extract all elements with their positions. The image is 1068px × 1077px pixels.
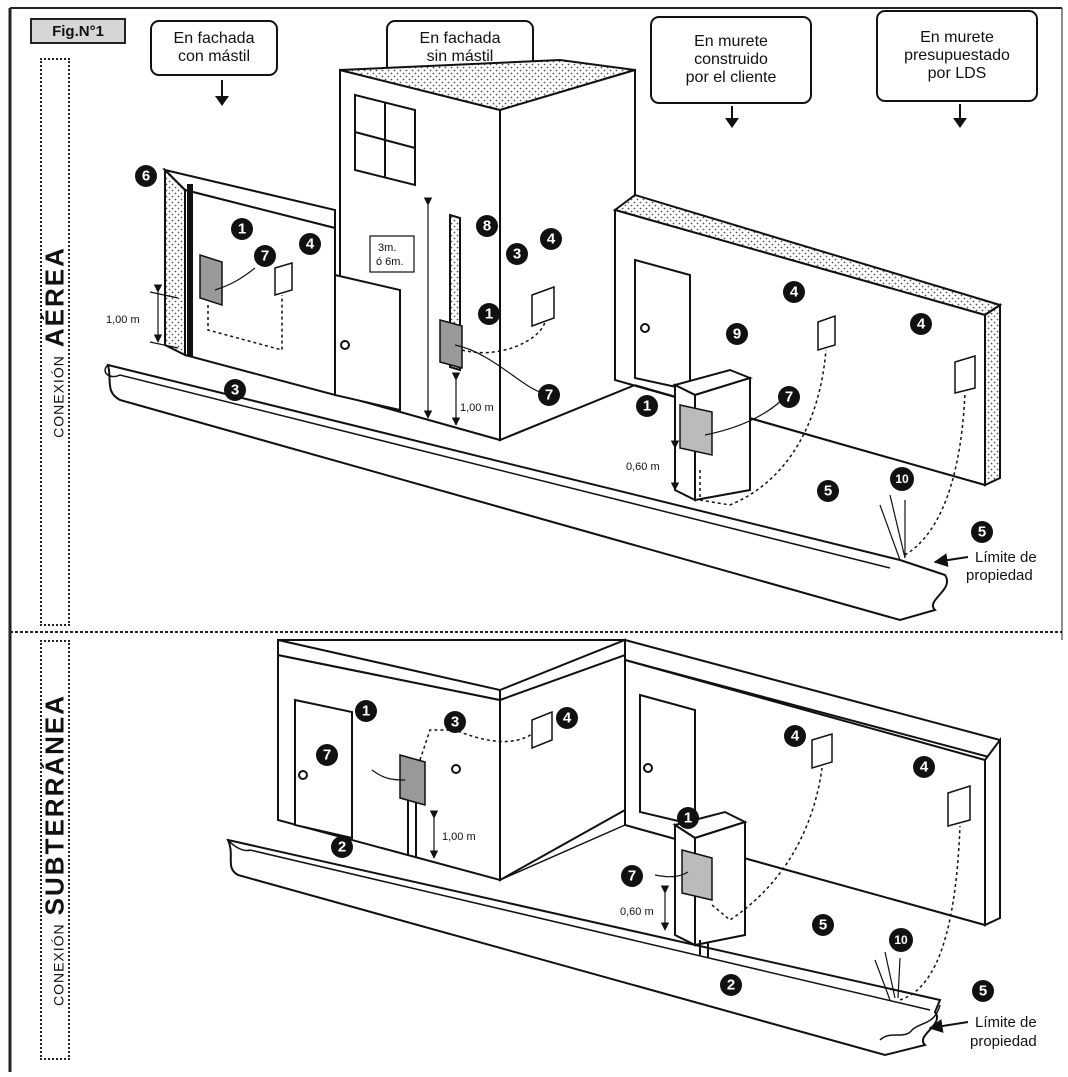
marker-7: 7 <box>538 384 560 406</box>
svg-text:5: 5 <box>819 917 827 934</box>
marker-4: 4 <box>299 233 321 255</box>
dim-1m-facade: 1,00 m <box>460 402 494 414</box>
svg-text:1: 1 <box>684 810 692 827</box>
svg-text:2: 2 <box>727 977 735 994</box>
svg-text:5: 5 <box>979 983 987 1000</box>
aerial-scene <box>104 58 1003 622</box>
callout-line: presupuestado <box>904 47 1010 64</box>
marker-5: 5 <box>812 914 834 936</box>
svg-text:5: 5 <box>824 483 832 500</box>
svg-text:4: 4 <box>917 316 926 333</box>
svg-text:5: 5 <box>978 524 986 541</box>
dim-6m: ó 6m. <box>376 256 404 268</box>
callout-murete-cliente: En murete construido por el cliente <box>650 16 812 104</box>
svg-text:3: 3 <box>231 382 239 399</box>
marker-5: 5 <box>817 480 839 502</box>
callout-line: construido <box>694 51 768 68</box>
marker-1: 1 <box>677 807 699 829</box>
marker-4: 4 <box>540 228 562 250</box>
side-label-underground: CONEXIÓNSUBTERRÁNEA <box>40 640 70 1060</box>
callout-line: En fachada <box>173 30 255 47</box>
limit-line2-underground: propiedad <box>970 1033 1037 1050</box>
marker-2: 2 <box>331 836 353 858</box>
svg-text:1: 1 <box>643 398 651 415</box>
marker-8: 8 <box>476 215 498 237</box>
marker-7: 7 <box>316 744 338 766</box>
frame <box>8 7 1063 1072</box>
svg-text:9: 9 <box>733 326 741 343</box>
svg-text:3: 3 <box>513 246 521 263</box>
svg-text:7: 7 <box>545 387 553 404</box>
marker-3: 3 <box>506 243 528 265</box>
marker-1: 1 <box>636 395 658 417</box>
callout-murete-lds: En murete presupuestado por LDS <box>876 10 1038 102</box>
limit-line1-aerial: Límite de <box>975 549 1037 566</box>
svg-text:2: 2 <box>338 839 346 856</box>
callout-fachada-con-mastil: En fachada con mástil <box>150 20 278 76</box>
callout-line: En murete <box>694 33 768 50</box>
underground-markers: 1 3 4 7 2 1 7 2 4 4 5 10 5 <box>316 700 994 1002</box>
dim-3m: 3m. <box>378 242 396 254</box>
marker-2: 2 <box>720 974 742 996</box>
svg-text:1: 1 <box>362 703 370 720</box>
svg-text:4: 4 <box>547 231 556 248</box>
aerial-dimensions <box>149 197 680 491</box>
marker-4: 4 <box>913 756 935 778</box>
marker-3: 3 <box>224 379 246 401</box>
callout-line: En fachada <box>419 30 501 47</box>
svg-text:3: 3 <box>451 714 459 731</box>
svg-text:7: 7 <box>628 868 636 885</box>
svg-text:8: 8 <box>483 218 491 235</box>
svg-text:4: 4 <box>306 236 315 253</box>
svg-text:7: 7 <box>261 248 269 265</box>
marker-7: 7 <box>254 245 276 267</box>
marker-1: 1 <box>355 700 377 722</box>
figure-label: Fig.N°1 <box>30 18 126 44</box>
marker-7: 7 <box>778 386 800 408</box>
marker-4: 4 <box>910 313 932 335</box>
marker-5: 5 <box>972 980 994 1002</box>
callout-line: En murete <box>920 29 994 46</box>
svg-text:7: 7 <box>785 389 793 406</box>
callout-line: por el cliente <box>685 69 777 86</box>
dim-060-underground: 0,60 m <box>620 906 654 918</box>
dim-1m-mast: 1,00 m <box>106 314 140 326</box>
marker-1: 1 <box>231 218 253 240</box>
marker-4: 4 <box>784 725 806 747</box>
callout-line: por LDS <box>927 65 987 82</box>
dim-1m-underground: 1,00 m <box>442 831 476 843</box>
svg-text:4: 4 <box>920 759 929 776</box>
svg-text:1: 1 <box>485 306 493 323</box>
marker-5: 5 <box>971 521 993 543</box>
limit-line1-underground: Límite de <box>975 1014 1037 1031</box>
marker-9: 9 <box>726 323 748 345</box>
marker-7: 7 <box>621 865 643 887</box>
svg-text:10: 10 <box>894 933 908 947</box>
marker-4: 4 <box>556 707 578 729</box>
marker-10: 10 <box>889 928 913 952</box>
svg-text:10: 10 <box>895 472 909 486</box>
side-label-aerial: CONEXIÓNAÉREA <box>40 58 70 626</box>
callout-line: sin mástil <box>426 48 494 65</box>
underground-scene <box>226 638 1001 1057</box>
marker-10: 10 <box>890 467 914 491</box>
marker-6: 6 <box>135 165 157 187</box>
svg-text:4: 4 <box>563 710 572 727</box>
marker-4: 4 <box>783 281 805 303</box>
limit-line2-aerial: propiedad <box>966 567 1033 584</box>
svg-text:4: 4 <box>791 728 800 745</box>
svg-text:6: 6 <box>142 168 150 185</box>
aerial-markers: 6 1 7 4 3 8 3 4 1 7 9 1 7 4 4 5 10 5 <box>135 165 993 543</box>
svg-text:4: 4 <box>790 284 799 301</box>
svg-text:7: 7 <box>323 747 331 764</box>
svg-text:1: 1 <box>238 221 246 238</box>
underground-dimensions <box>429 810 670 931</box>
callout-line: con mástil <box>177 48 251 65</box>
marker-3: 3 <box>444 711 466 733</box>
dim-060-pillar: 0,60 m <box>626 461 660 473</box>
marker-1: 1 <box>478 303 500 325</box>
